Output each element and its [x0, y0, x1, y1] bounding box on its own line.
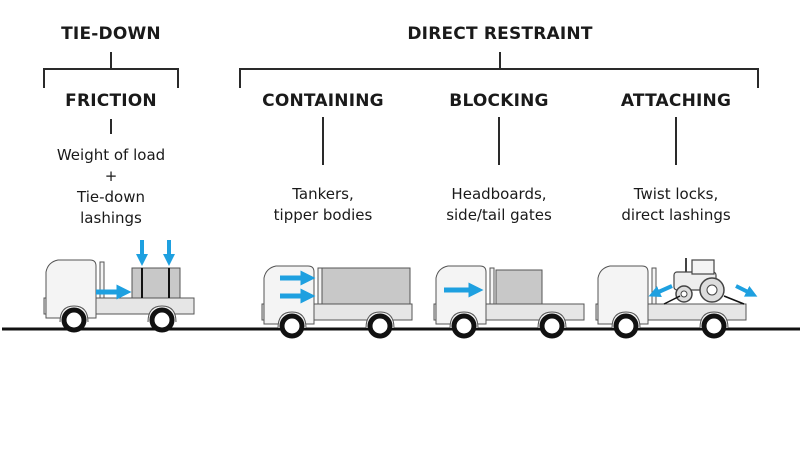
attaching-description: Twist locks, direct lashings — [621, 184, 730, 226]
direct-restraint-heading: DIRECT RESTRAINT — [407, 24, 593, 44]
containing-truck-illustration — [262, 266, 412, 336]
description-line: tipper bodies — [273, 206, 373, 224]
direct-restraint-bracket — [239, 68, 759, 88]
attaching-truck-illustration — [596, 258, 758, 336]
description-line: Weight of load — [56, 146, 166, 164]
restraint-arrow-icon — [735, 284, 758, 297]
description-line: Tie-down — [77, 188, 145, 206]
description-line: Twist locks, — [633, 185, 719, 203]
friction-description: Weight of load + Tie-down lashings — [57, 145, 165, 229]
description-line: side/tail gates — [446, 206, 552, 224]
tipper-body — [321, 267, 411, 305]
attaching-heading: ATTACHING — [620, 91, 732, 111]
tractor-icon — [673, 258, 725, 303]
blocking-heading: BLOCKING — [449, 91, 549, 111]
description-line: + — [104, 167, 118, 185]
friction-truck-illustration — [44, 240, 194, 330]
load-box — [495, 269, 543, 305]
restraint-arrow-icon — [648, 284, 673, 298]
description-line: Headboards, — [451, 185, 547, 203]
description-line: direct lashings — [621, 206, 731, 224]
lashing-chain — [723, 295, 745, 305]
description-line: Tankers, — [292, 185, 354, 203]
tie-down-heading: TIE-DOWN — [61, 24, 161, 44]
description-line: lashings — [80, 209, 142, 227]
load-box — [131, 267, 181, 299]
friction-heading: FRICTION — [65, 91, 157, 111]
blocking-truck-illustration — [434, 266, 584, 336]
blocking-description: Headboards, side/tail gates — [446, 184, 552, 226]
containing-heading: CONTAINING — [262, 91, 384, 111]
containing-description: Tankers, tipper bodies — [274, 184, 373, 226]
tie-down-bracket — [43, 68, 179, 88]
lashing-chain — [663, 295, 681, 305]
